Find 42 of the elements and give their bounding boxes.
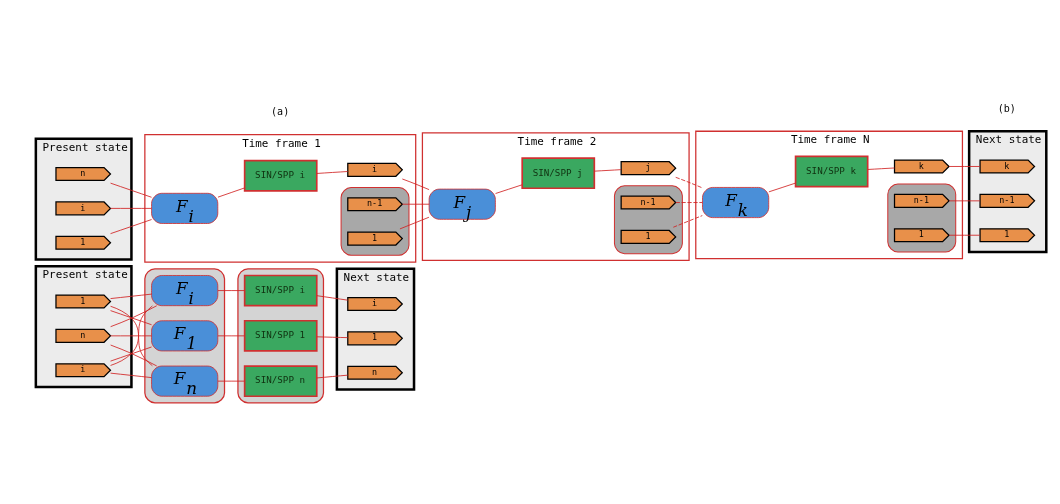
connector bbox=[110, 335, 152, 337]
connector bbox=[768, 182, 796, 193]
connector bbox=[948, 166, 981, 167]
connector bbox=[110, 372, 152, 379]
connector bbox=[110, 310, 152, 326]
connector bbox=[217, 187, 245, 198]
cluster bbox=[613, 185, 683, 255]
node-box: SIN/SPP n bbox=[243, 365, 318, 398]
node-box: SIN/SPP j bbox=[521, 157, 596, 190]
connector bbox=[675, 176, 703, 189]
connector bbox=[948, 234, 981, 236]
connector bbox=[110, 346, 152, 362]
cluster bbox=[237, 268, 325, 404]
node-box: SIN/SPP k bbox=[794, 155, 869, 188]
node-box: SIN/SPP i bbox=[243, 274, 318, 307]
connector bbox=[316, 374, 349, 379]
connector bbox=[316, 171, 349, 174]
label: (b) bbox=[997, 103, 1016, 115]
connector bbox=[110, 305, 158, 328]
label: (a) bbox=[271, 106, 290, 118]
cluster bbox=[887, 183, 957, 253]
connector bbox=[110, 182, 152, 198]
connector bbox=[495, 184, 523, 194]
connector bbox=[316, 295, 349, 301]
connector bbox=[217, 290, 245, 291]
connector bbox=[110, 219, 152, 235]
node-box: SIN/SPP i bbox=[243, 159, 318, 192]
connector bbox=[402, 203, 430, 205]
connector bbox=[316, 336, 349, 339]
connector bbox=[401, 178, 430, 191]
connector bbox=[675, 202, 703, 203]
connector bbox=[217, 335, 245, 337]
node-box: SIN/SPP 1 bbox=[243, 319, 318, 352]
connector bbox=[217, 380, 245, 382]
connector bbox=[948, 200, 981, 202]
cluster bbox=[340, 186, 410, 256]
connector bbox=[867, 167, 895, 170]
connector bbox=[110, 208, 152, 209]
connector bbox=[110, 344, 158, 367]
connector bbox=[110, 293, 152, 299]
cluster bbox=[144, 268, 226, 404]
connector bbox=[594, 169, 622, 172]
